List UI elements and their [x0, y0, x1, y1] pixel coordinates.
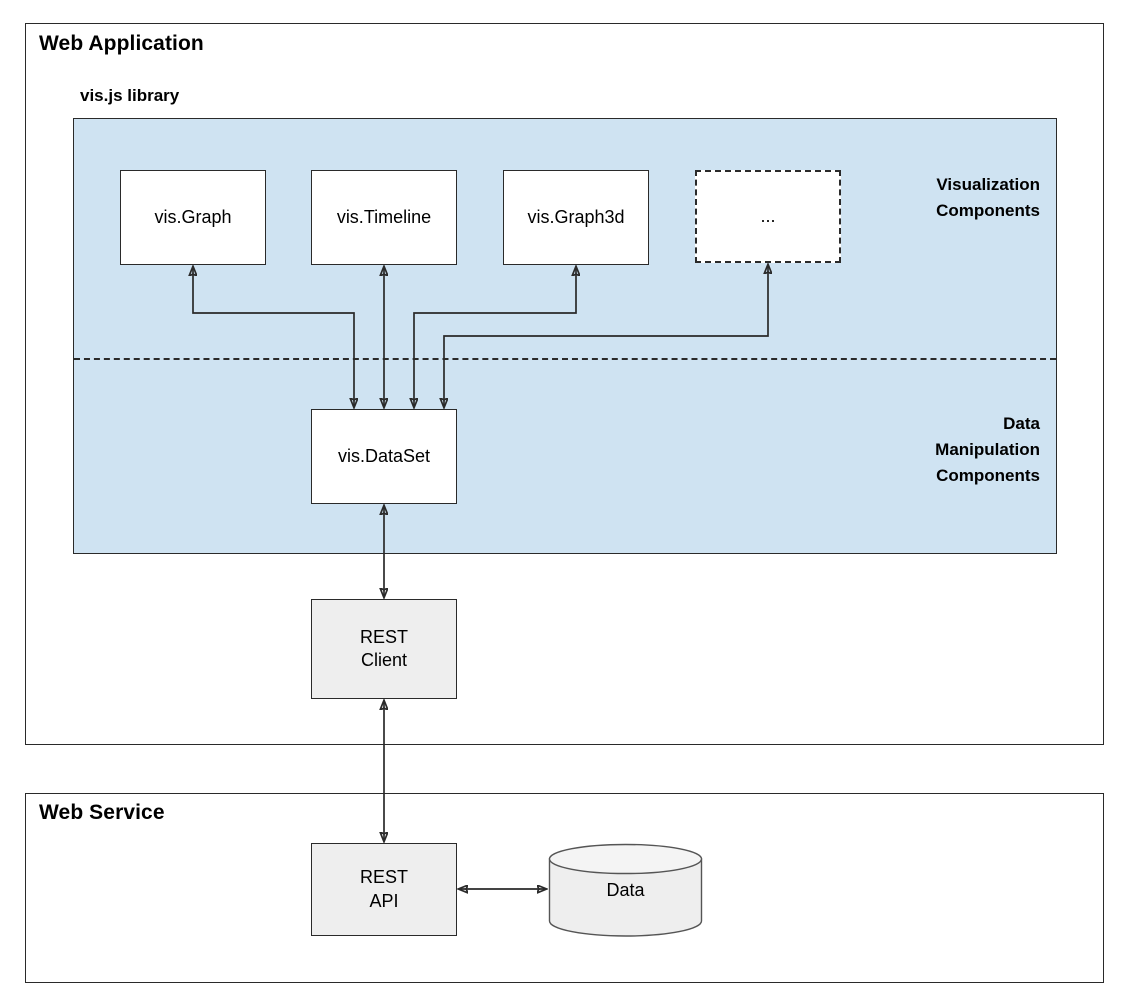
node-vis-graph3d[interactable]: vis.Graph3d	[503, 170, 649, 265]
data-manipulation-components-label: Data Manipulation Components	[935, 414, 1040, 485]
node-data-store[interactable]: Data	[548, 843, 703, 937]
data-store-label: Data	[606, 879, 645, 900]
node-rest-client[interactable]: REST Client	[311, 599, 457, 699]
web-service-title: Web Service	[39, 801, 165, 824]
layer-divider-dashed-line	[74, 358, 1056, 360]
node-more-components[interactable]: ...	[695, 170, 841, 263]
node-vis-dataset[interactable]: vis.DataSet	[311, 409, 457, 504]
node-vis-graph[interactable]: vis.Graph	[120, 170, 266, 265]
web-application-title: Web Application	[39, 32, 204, 55]
database-cylinder-icon	[548, 843, 703, 937]
node-vis-timeline[interactable]: vis.Timeline	[311, 170, 457, 265]
vis-js-library-title: vis.js library	[80, 86, 180, 105]
visualization-components-label: Visualization Components	[936, 175, 1040, 220]
node-rest-api[interactable]: REST API	[311, 843, 457, 936]
